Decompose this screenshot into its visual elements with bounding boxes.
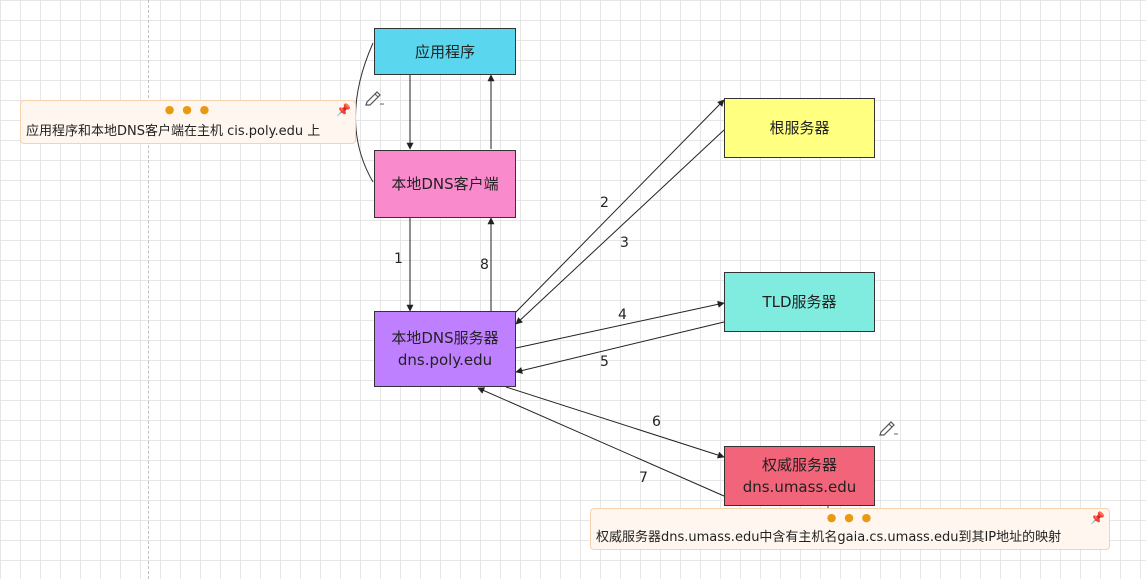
note-authoritative[interactable]: ● ● ● 📌 权威服务器dns.umass.edu中含有主机名gaia.cs.… (590, 508, 1110, 550)
edge-label-1: 1 (394, 251, 403, 267)
node-application-label: 应用程序 (414, 42, 475, 61)
edge-4 (515, 300, 725, 349)
edge-5 (515, 321, 725, 374)
vertical-guide-line (148, 0, 149, 579)
node-authoritative-server-name: 权威服务器 (761, 456, 837, 474)
pencil-icon[interactable] (878, 418, 898, 436)
node-local-dns-client-label: 本地DNS客户端 (391, 175, 499, 193)
pin-icon[interactable]: 📌 (1090, 511, 1105, 525)
node-tld-server-label: TLD服务器 (762, 293, 837, 311)
note-authoritative-text: 权威服务器dns.umass.edu中含有主机名gaia.cs.umass.ed… (596, 530, 1062, 545)
pin-icon[interactable]: 📌 (336, 103, 351, 117)
note-bracket-curve (355, 42, 374, 183)
edge-3 (515, 129, 725, 325)
drag-handle-icon[interactable]: ● ● ● (826, 511, 874, 524)
node-tld-server[interactable]: TLD服务器 (724, 272, 875, 332)
node-local-dns-server-name: 本地DNS服务器 (391, 329, 499, 347)
edge-2 (514, 99, 725, 314)
note-host-text: 应用程序和本地DNS客户端在主机 cis.poly.edu 上 (26, 124, 321, 139)
edge-label-2: 2 (600, 195, 609, 211)
node-authoritative-server-host: dns.umass.edu (742, 478, 857, 496)
edge-label-4: 4 (618, 307, 627, 323)
node-application[interactable]: 应用程序 (374, 28, 516, 75)
node-authoritative-server[interactable]: 权威服务器 dns.umass.edu (724, 446, 875, 506)
note-host[interactable]: ● ● ● 📌 应用程序和本地DNS客户端在主机 cis.poly.edu 上 (20, 100, 356, 144)
edge-label-3: 3 (620, 235, 629, 251)
node-root-server-label: 根服务器 (769, 119, 830, 137)
edge-label-6: 6 (652, 414, 661, 430)
edge-label-5: 5 (600, 354, 609, 370)
node-local-dns-server[interactable]: 本地DNS服务器 dns.poly.edu (374, 311, 516, 387)
node-local-dns-client[interactable]: 本地DNS客户端 (374, 150, 516, 218)
edge-label-7: 7 (639, 470, 648, 486)
edge-6 (505, 386, 725, 459)
edge-7 (477, 387, 725, 497)
drag-handle-icon[interactable]: ● ● ● (164, 103, 212, 116)
pencil-icon[interactable] (364, 88, 384, 106)
edge-label-8: 8 (480, 257, 489, 273)
node-local-dns-server-host: dns.poly.edu (397, 351, 493, 369)
node-root-server[interactable]: 根服务器 (724, 98, 875, 158)
